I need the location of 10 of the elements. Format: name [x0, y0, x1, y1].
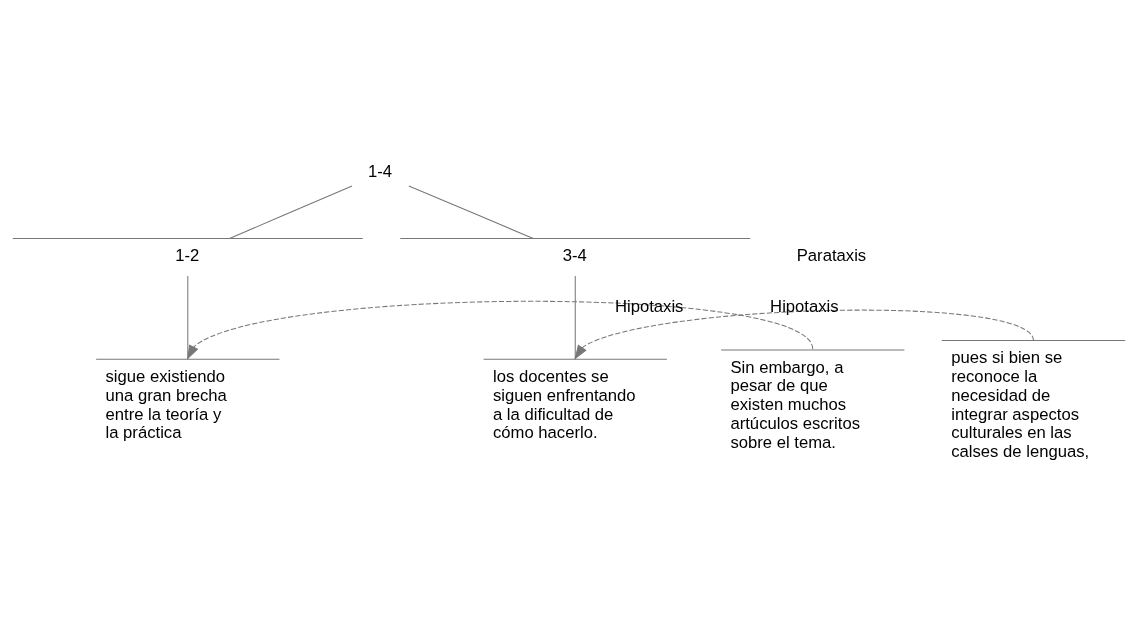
- node-text: pues si bien se reconoce la necesidad de integrar aspectos culturales en las calses de lenguas,: [951, 347, 1090, 461]
- edge-label: Hipotaxis: [614, 296, 684, 316]
- node-text: 1-4: [367, 161, 393, 181]
- node-text: Sin embargo, a pesar de que existen muchos artúculos escritos sobre el tema.: [730, 357, 861, 452]
- edge-label: Hipotaxis: [770, 296, 839, 316]
- node-text: los docentes se siguen enfrentando a la dificultad de cómo hacerlo.: [492, 366, 636, 442]
- node-text: sigue existiendo una gran brecha entre la teoría y la práctica: [105, 366, 227, 442]
- label: Parataxis: [796, 245, 867, 265]
- node-text: 1-2: [175, 245, 200, 265]
- node-text: 3-4: [562, 245, 587, 265]
